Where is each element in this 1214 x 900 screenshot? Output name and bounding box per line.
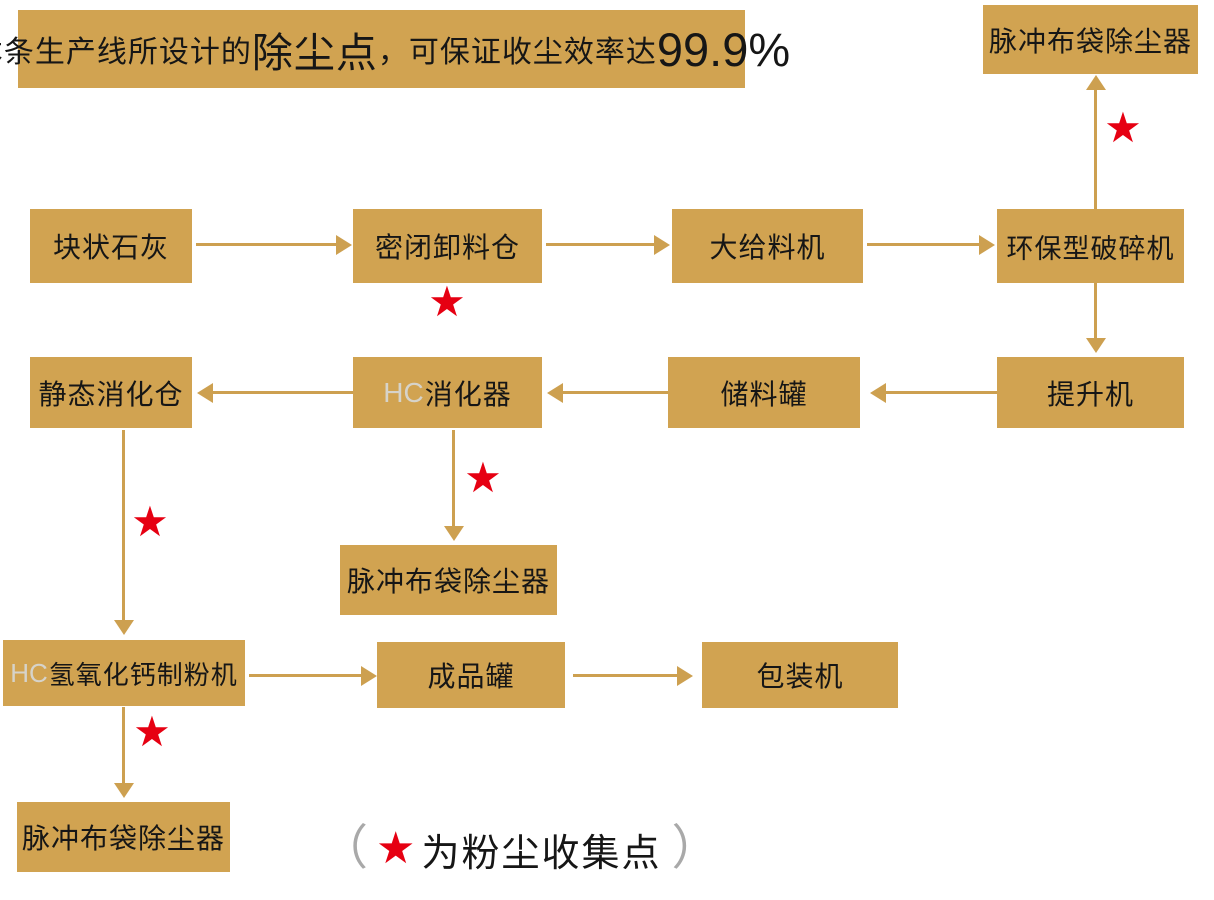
node-static-digestion-bin: 静态消化仓	[30, 357, 192, 428]
node-label: 储料罐	[720, 378, 808, 410]
node-eco-crusher: 环保型破碎机	[997, 209, 1184, 283]
arrow-hc-powder-to-dust-bottom	[113, 707, 134, 798]
arrow-hc-powder-to-product-tank	[249, 665, 377, 686]
star-icon: ★	[1104, 104, 1142, 151]
header-middle-text: ，可保证收尘效率达	[377, 36, 657, 69]
arrow-hc-digester-to-dust-mid	[443, 430, 464, 541]
node-label: 脉冲布袋除尘器	[346, 566, 550, 597]
arrow-lump-lime-to-sealed-bin	[196, 234, 352, 255]
dust-collection-star-hc-powder: ★	[130, 710, 174, 754]
node-big-feeder: 大给料机	[672, 209, 863, 283]
node-dust-collector-bottom: 脉冲布袋除尘器	[17, 802, 230, 872]
star-icon: ★	[131, 498, 169, 545]
legend: （ ★ 为粉尘收集点 ）	[320, 818, 720, 880]
node-packing-machine: 包装机	[702, 642, 898, 708]
node-product-tank: 成品罐	[377, 642, 565, 708]
arrow-eco-crusher-to-dust-top	[1085, 75, 1106, 209]
legend-star-icon: ★	[376, 824, 416, 873]
node-storage-tank: 储料罐	[668, 357, 860, 428]
header-prefix-text: 本条生产线所设计的	[0, 36, 252, 69]
node-label: 包装机	[756, 661, 844, 692]
node-label: 脉冲布袋除尘器	[21, 823, 225, 854]
hc-brand-prefix: HC	[383, 376, 424, 408]
star-icon: ★	[464, 454, 502, 501]
node-label: 密闭卸料仓	[374, 232, 520, 263]
node-label: 块状石灰	[52, 232, 169, 263]
hc-brand-prefix: HC	[10, 657, 48, 688]
arrow-eco-crusher-to-elevator	[1085, 283, 1106, 353]
node-label: 消化器	[424, 378, 512, 410]
node-label: 提升机	[1046, 378, 1134, 410]
arrow-storage-tank-to-hc-digester	[547, 382, 668, 403]
node-dust-collector-top: 脉冲布袋除尘器	[983, 5, 1198, 74]
star-icon: ★	[133, 708, 171, 755]
node-label: 脉冲布袋除尘器	[988, 25, 1192, 57]
node-sealed-unloading-bin: 密闭卸料仓	[353, 209, 542, 283]
arrow-sealed-bin-to-big-feeder	[546, 234, 670, 255]
legend-open-paren: （	[320, 822, 369, 875]
dust-collection-star-eco-crusher: ★	[1101, 106, 1145, 150]
node-elevator: 提升机	[997, 357, 1184, 428]
arrow-elevator-to-storage-tank	[870, 382, 997, 403]
dust-collection-star-static-bin: ★	[128, 500, 172, 544]
dust-collection-star-hc-digester: ★	[461, 456, 505, 500]
arrow-big-feeder-to-eco-crusher	[867, 234, 995, 255]
dust-collection-star-sealed-bin: ★	[425, 280, 469, 324]
legend-close-paren: ）	[671, 822, 720, 875]
arrow-hc-digester-to-static-bin	[197, 382, 353, 403]
node-label: 成品罐	[427, 661, 515, 692]
node-label: 环保型破碎机	[1006, 233, 1175, 264]
header-highlight-text: 除尘点	[251, 30, 378, 76]
node-label: 氢氧化钙制粉机	[48, 659, 238, 690]
node-lump-lime: 块状石灰	[30, 209, 192, 283]
legend-text: 为粉尘收集点	[421, 832, 662, 875]
header-percent-text: 99.9%	[656, 22, 791, 76]
node-label: 静态消化仓	[38, 378, 184, 410]
star-icon: ★	[428, 278, 466, 325]
arrow-product-tank-to-packing	[573, 665, 693, 686]
arrow-static-bin-to-hc-powder	[113, 430, 134, 635]
node-dust-collector-mid: 脉冲布袋除尘器	[340, 545, 557, 615]
node-label: 大给料机	[709, 232, 826, 263]
